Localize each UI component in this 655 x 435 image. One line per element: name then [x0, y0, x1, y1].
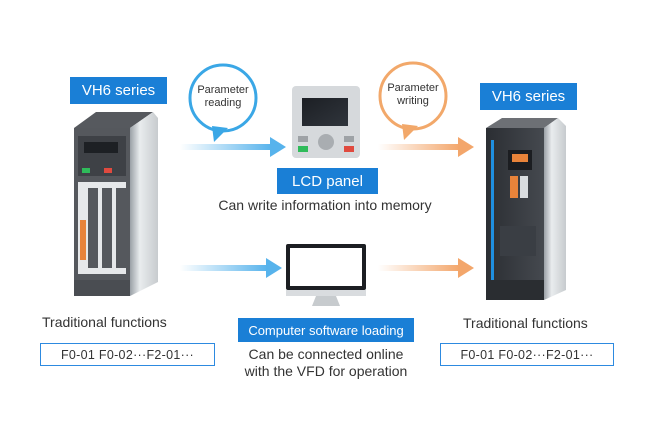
right-vfd-device-image: [486, 118, 566, 300]
arrow-left-to-lcd: [180, 137, 286, 157]
parameter-reading-bubble: [188, 63, 258, 142]
lcd-panel-image: [292, 86, 360, 158]
right-parameter-codes: F0-01 F0-02···F2-01···: [440, 343, 614, 366]
left-vfd-device-image: [74, 112, 158, 296]
parameter-writing-bubble: [378, 61, 448, 140]
computer-description: Can be connected online with the VFD for…: [220, 346, 432, 380]
arrow-left-to-computer: [180, 258, 282, 278]
lcd-panel-description: Can write information into memory: [218, 197, 432, 213]
arrow-lcd-to-right: [378, 137, 474, 157]
computer-software-label: Computer software loading: [238, 318, 414, 342]
computer-description-line2: with the VFD for operation: [244, 363, 408, 379]
parameter-reading-text: Parameter reading: [197, 84, 249, 109]
parameter-writing-text: Parameter writing: [387, 82, 439, 107]
arrow-computer-to-right: [378, 258, 474, 278]
lcd-panel-label: LCD panel: [277, 168, 378, 194]
left-parameter-codes: F0-01 F0-02···F2-01···: [40, 343, 215, 366]
right-series-label: VH6 series: [480, 83, 577, 110]
left-series-label: VH6 series: [70, 77, 167, 104]
computer-description-line1: Can be connected online: [248, 346, 404, 362]
left-caption: Traditional functions: [42, 314, 167, 330]
computer-monitor-image: [286, 244, 366, 306]
right-caption: Traditional functions: [463, 315, 588, 331]
